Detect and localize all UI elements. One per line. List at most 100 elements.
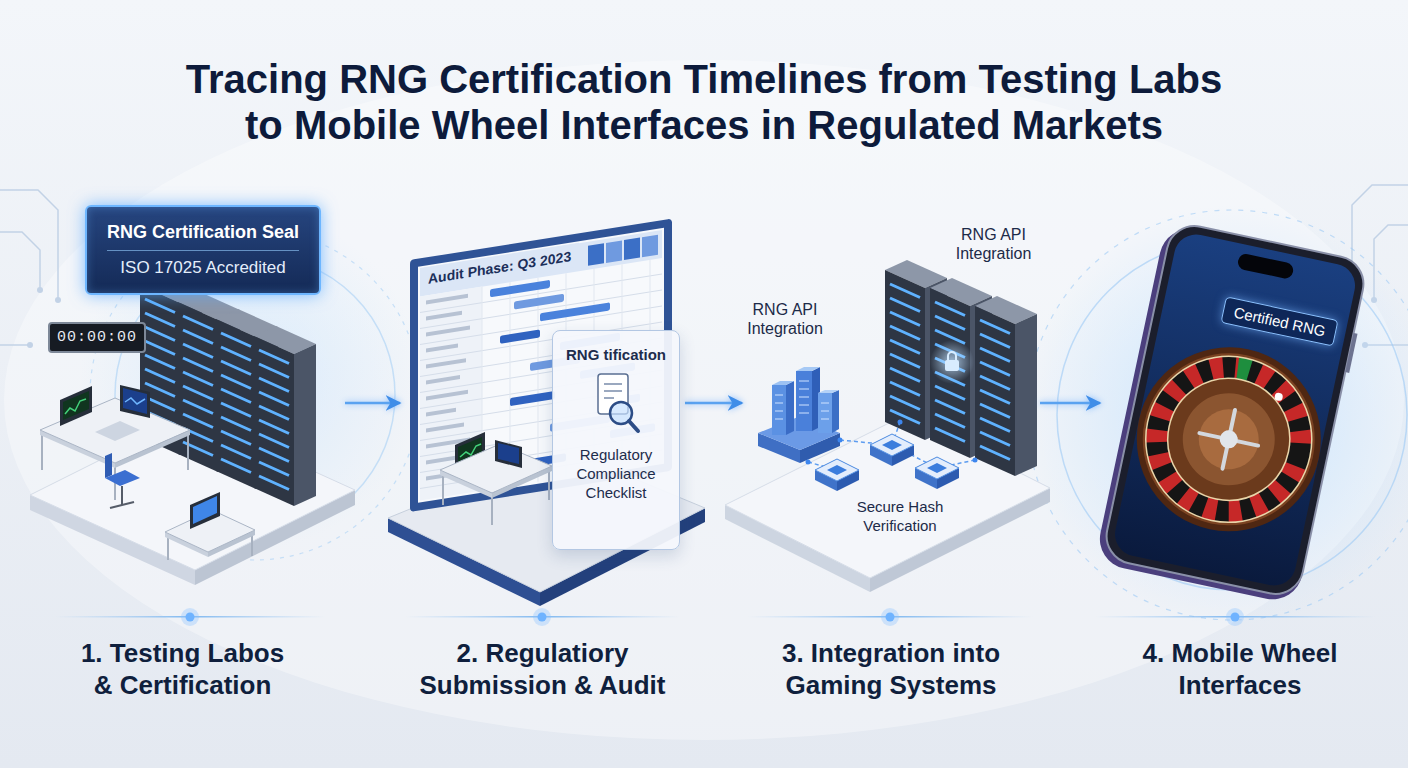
tower	[772, 385, 786, 435]
connectors	[345, 403, 1100, 404]
stage-panel: 4. Mobile Wheel Interfaces Certified RNG	[1100, 195, 1380, 705]
gantt-bar	[514, 294, 564, 310]
stage-caption: 1. Testing Labos & Certification	[72, 637, 294, 701]
screen-heading: Audit Phase: Q3 2023	[428, 248, 571, 287]
tower-side	[832, 390, 839, 433]
stage-arrow	[345, 402, 400, 405]
label-anchor: RNG API Integration	[946, 225, 1041, 263]
wheel-hub	[1218, 429, 1239, 450]
desk-leg	[187, 432, 189, 470]
chip-cube	[815, 459, 859, 491]
chair-seat	[105, 470, 140, 486]
tower-top	[772, 381, 794, 385]
phone-screen	[1111, 230, 1359, 589]
lock-glow	[930, 340, 974, 384]
network-dot	[838, 438, 843, 443]
clock-time: 00:00:00	[57, 329, 137, 346]
chip-cube	[915, 457, 959, 489]
seal-accreditation: ISO 17025 Accredited	[107, 258, 299, 278]
phone-button	[1345, 333, 1357, 373]
certification-seal: RNG Certification SealISO 17025 Accredit…	[85, 205, 321, 295]
api-buildings	[758, 367, 840, 463]
phone-illustration	[1094, 220, 1372, 606]
wheel-cone	[1193, 404, 1264, 475]
magnifier-handle	[629, 421, 638, 431]
phone-body	[1101, 221, 1368, 599]
floating-label: RNG API Integration	[946, 225, 1041, 263]
wheel-pockets-red	[1143, 354, 1314, 525]
floating-label: Secure Hash Verification	[845, 497, 955, 535]
desk-leg	[548, 468, 550, 500]
wheel-rim	[1120, 330, 1338, 548]
tower-windows	[775, 381, 829, 419]
title-block: Tracing RNG Certification Timelines from…	[171, 56, 1237, 148]
wheel-ring	[1156, 367, 1301, 512]
tower	[818, 393, 832, 433]
header-cell	[606, 240, 622, 263]
phone-island	[1237, 253, 1295, 280]
label-anchor: Secure Hash Verification	[845, 497, 955, 535]
desk-leg	[442, 472, 444, 505]
stage-panel: 2. Regulatiory Submission & AuditAudit P…	[400, 195, 685, 705]
network-dot	[973, 458, 978, 463]
screen-header-row	[420, 230, 662, 296]
server-rack	[254, 326, 316, 506]
wheel-turret	[1193, 404, 1264, 475]
stage-panel: 3. Integration into Gaming Systems	[742, 195, 1040, 705]
monitor	[190, 492, 220, 529]
server-rack	[975, 296, 1037, 476]
divider-dot	[538, 613, 547, 622]
wheel-zero-pocket	[1238, 368, 1250, 371]
badge-text: Certified RNG	[1232, 303, 1327, 339]
chair-back	[105, 453, 112, 478]
screen-chart	[125, 398, 145, 404]
card-heading: RNG tification	[561, 345, 671, 364]
wheel-ring	[1130, 341, 1327, 538]
header-cell	[624, 238, 640, 261]
divider-glow	[1226, 608, 1244, 626]
gantt-bar	[490, 280, 550, 298]
tower-side	[786, 381, 794, 435]
gantt-bar	[540, 302, 610, 321]
desk-leg	[41, 432, 43, 470]
divider-glow	[181, 608, 199, 626]
tower-top	[796, 367, 820, 371]
gantt-bar	[510, 391, 555, 406]
floating-label: RNG API Integration	[735, 300, 835, 338]
schedule-screen-header: Audit Phase: Q3 2023	[420, 243, 579, 292]
stage-panel: 1. Testing Labos & Certification RNG Cert…	[20, 195, 345, 705]
stage-caption: 4. Mobile Wheel Interfaces	[1133, 637, 1348, 701]
document-lines	[604, 384, 622, 398]
phone-ring	[1027, 210, 1408, 620]
circuit-dot	[55, 297, 61, 303]
divider-dot	[1231, 613, 1240, 622]
monitor-screen	[123, 388, 147, 414]
wheel-cone	[1174, 385, 1283, 494]
divider-glow	[533, 608, 551, 626]
card-body: Regulatory Compliance Checklist	[561, 445, 671, 502]
divider-dot	[186, 613, 195, 622]
lock-body	[945, 360, 959, 371]
chip-cube	[870, 434, 914, 466]
clock-display: 00:00:00	[48, 322, 146, 353]
wheel-cone	[1158, 368, 1300, 510]
lock-shackle	[948, 352, 956, 360]
header-cell	[588, 243, 604, 266]
monitor-screen	[193, 496, 217, 524]
screen-chart	[65, 399, 86, 414]
monitor-screen	[498, 443, 519, 464]
diagram-title: Tracing RNG Certification Timelines from…	[171, 56, 1237, 148]
phone-badge: Certified RNG	[1220, 296, 1338, 346]
monitor	[495, 440, 522, 468]
tower	[796, 371, 812, 431]
stage-caption: 3. Integration into Gaming Systems	[771, 637, 1011, 701]
chair-post	[121, 486, 123, 505]
gantt-bar	[500, 329, 540, 343]
wheel-pockets-black	[1143, 354, 1314, 525]
network-dot	[898, 420, 903, 425]
monitor	[120, 385, 150, 418]
divider-glow	[881, 608, 899, 626]
card-glass	[552, 330, 680, 550]
